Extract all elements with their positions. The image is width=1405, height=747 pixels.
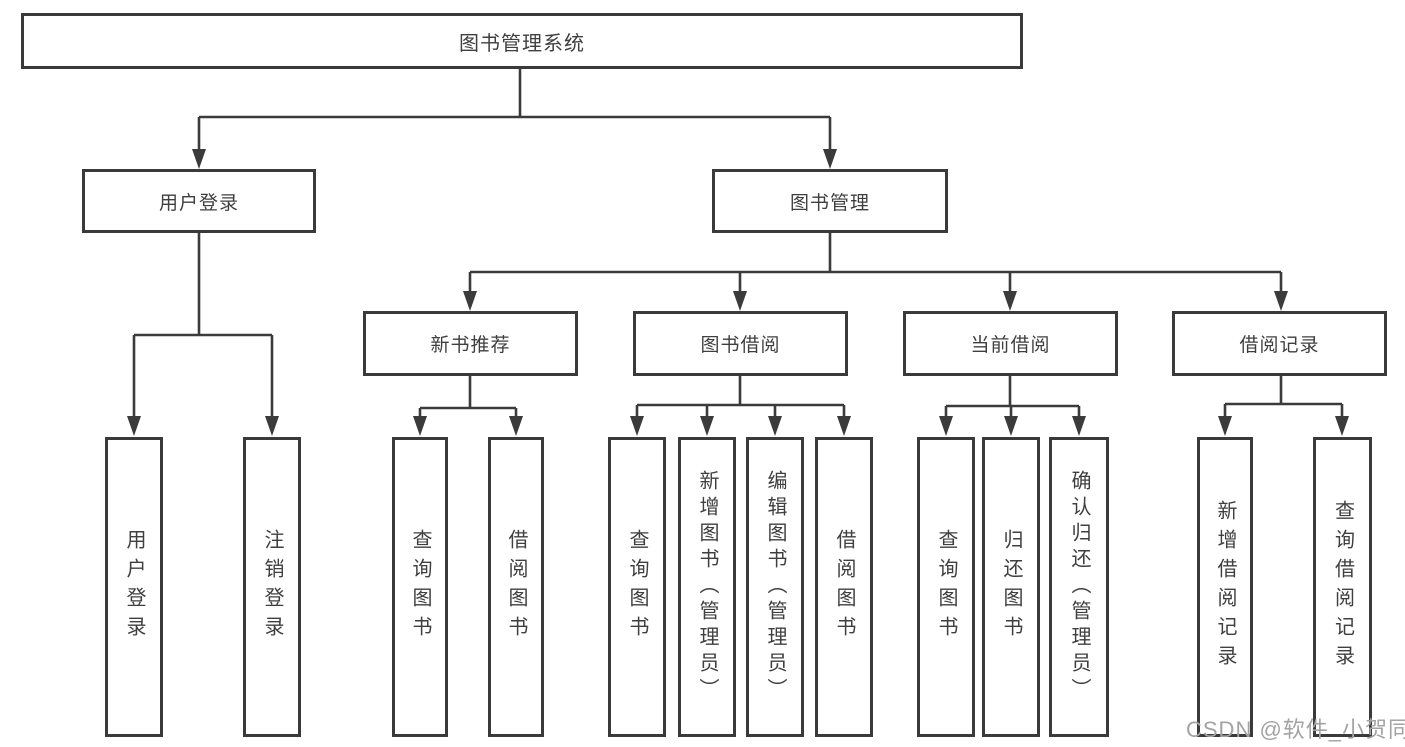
arrowheads bbox=[127, 149, 1349, 436]
leaf-add-book-admin: 新增图书（管理员） bbox=[678, 437, 736, 737]
leaf-query-book-borrow: 查询图书 bbox=[608, 437, 666, 737]
leaf-user-login: 用户登录 bbox=[105, 437, 163, 737]
node-user-login-branch: 用户登录 bbox=[82, 169, 316, 233]
leaf-return-book: 归还图书 bbox=[982, 437, 1040, 737]
leaf-borrow-book-recommend: 借阅图书 bbox=[488, 437, 544, 737]
node-book-borrow: 图书借阅 bbox=[633, 311, 848, 376]
node-current-borrow: 当前借阅 bbox=[903, 311, 1118, 376]
leaf-logout: 注销登录 bbox=[243, 437, 301, 737]
leaf-edit-book-admin: 编辑图书（管理员） bbox=[746, 437, 804, 737]
leaf-query-book-current: 查询图书 bbox=[917, 437, 975, 737]
leaf-query-book-recommend: 查询图书 bbox=[392, 437, 448, 737]
node-new-book-recommend: 新书推荐 bbox=[363, 311, 578, 376]
csdn-watermark: CSDN @软件_小贺同学 bbox=[1186, 717, 1405, 742]
leaf-query-borrow-record: 查询借阅记录 bbox=[1313, 437, 1372, 737]
node-borrow-records: 借阅记录 bbox=[1172, 311, 1387, 376]
leaf-add-borrow-record: 新增借阅记录 bbox=[1197, 437, 1253, 737]
node-book-management-branch: 图书管理 bbox=[712, 169, 948, 233]
leaf-confirm-return-admin: 确认归还（管理员） bbox=[1049, 437, 1109, 737]
node-root: 图书管理系统 bbox=[21, 13, 1023, 69]
leaf-borrow-book: 借阅图书 bbox=[815, 437, 873, 737]
